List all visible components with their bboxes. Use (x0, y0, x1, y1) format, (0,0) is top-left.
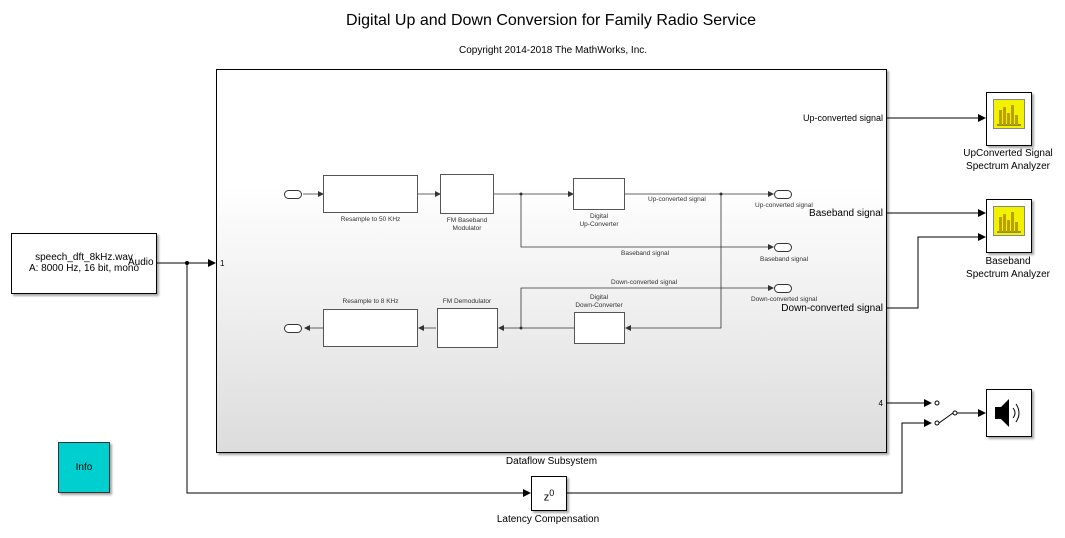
inner-signal-lines (303, 191, 774, 331)
baseband-spectrum-analyzer-block[interactable] (986, 199, 1032, 253)
fm-demodulator-label: FM Demodulator (442, 298, 492, 305)
duc-label-1: Digital (589, 213, 609, 220)
source-file-format: A: 8000 Hz, 16 bit, mono (28, 263, 140, 274)
fm-modulator-label-2: Modulator (452, 225, 482, 232)
inner-out-port-1 (774, 190, 792, 199)
inner-out-port-3 (774, 284, 792, 293)
upconverted-scope-label-1: UpConverted Signal (963, 148, 1053, 159)
ddc-label-2: Down-Converter (575, 302, 623, 309)
fm-modulator-block[interactable] (440, 174, 494, 214)
audio-file-source-block[interactable]: speech_dft_8kHz.wav A: 8000 Hz, 16 bit, … (11, 233, 157, 294)
audio-device-writer-block[interactable] (986, 389, 1032, 437)
fm-demodulator-block[interactable] (437, 308, 498, 348)
subsystem-out-port-1-label: Up-converted signal (802, 113, 883, 123)
baseband-line-label: Baseband signal (621, 250, 670, 257)
down-signal-line-label: Down-converted signal (611, 279, 678, 286)
upconverted-scope-label-2: Spectrum Analyzer (966, 161, 1050, 172)
baseband-scope-label-1: Baseband (985, 256, 1031, 267)
resample-50khz-label: Resample to 50 KHz (340, 216, 401, 223)
resample-8khz-label: Resample to 8 KHz (342, 298, 399, 305)
manual-switch-icon (934, 400, 958, 426)
latency-compensation-label: Latency Compensation (496, 514, 600, 525)
subsystem-in-port-label: 1 (220, 259, 225, 268)
spectrum-analyzer-icon (993, 206, 1025, 236)
subsystem-out-port-2-label: Baseband signal (809, 208, 883, 219)
inner-out-port-1-label: Up-converted signal (755, 202, 813, 209)
ddc-label-1: Digital (589, 294, 609, 301)
inner-out-port-2 (774, 243, 792, 252)
upconverted-spectrum-analyzer-block[interactable] (986, 92, 1032, 146)
inner-audio-out-port (284, 324, 302, 333)
delay-exponent: 0 (549, 488, 555, 498)
digital-down-converter-block[interactable] (574, 312, 625, 344)
inner-out-port-3-label: Down-converted signal (751, 296, 818, 303)
digital-up-converter-block[interactable] (573, 178, 625, 210)
subsystem-out-port-3-label: Down-converted signal (781, 303, 883, 314)
model-title: Digital Up and Down Conversion for Famil… (346, 12, 756, 29)
resample-50khz-block[interactable] (323, 175, 418, 213)
baseband-scope-label-2: Spectrum Analyzer (966, 269, 1050, 280)
duc-label-2: Up-Converter (579, 221, 619, 228)
spectrum-analyzer-icon (993, 99, 1025, 129)
delay-symbol: z (543, 491, 550, 504)
up-signal-line-label: Up-converted signal (648, 196, 706, 203)
latency-delay-block[interactable]: z0 (531, 476, 567, 511)
speaker-icon (995, 399, 1020, 427)
inner-out-port-2-label: Baseband signal (760, 256, 809, 263)
subsystem-out-port-4-label: 4 (878, 399, 883, 408)
inner-in-port (284, 190, 302, 199)
dataflow-subsystem-block[interactable]: Resample to 50 KHz FM Baseband Modulator… (216, 69, 887, 453)
copyright-text: Copyright 2014-2018 The MathWorks, Inc. (458, 45, 648, 56)
fm-modulator-label-1: FM Baseband (446, 217, 488, 224)
info-button[interactable]: Info (58, 442, 110, 493)
subsystem-label: Dataflow Subsystem (505, 456, 598, 467)
resample-8khz-block[interactable] (323, 309, 418, 347)
source-file-name: speech_dft_8kHz.wav (35, 252, 133, 263)
source-port-label: Audio (128, 257, 154, 268)
